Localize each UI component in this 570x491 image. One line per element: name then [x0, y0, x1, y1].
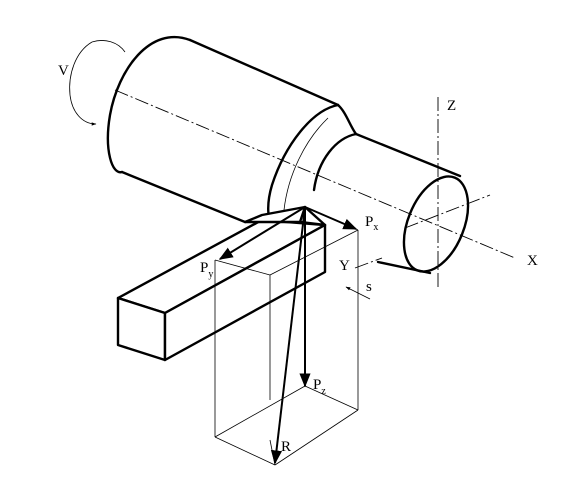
label-r: R: [281, 439, 291, 455]
px-arrow: [304, 206, 358, 230]
axes: [114, 89, 516, 288]
label-v: V: [58, 63, 69, 79]
shoulder-fillet: [283, 103, 358, 211]
label-x: X: [527, 253, 538, 269]
force-box: [214, 206, 359, 466]
label-py: Py: [200, 260, 213, 280]
label-px: Px: [365, 214, 378, 233]
x-axis: [404, 194, 491, 229]
rotation-arrow: [69, 40, 126, 126]
py-arrow: [218, 206, 306, 260]
large-cylinder: [106, 36, 340, 226]
r-arrow: [270, 206, 306, 465]
y-axis-marker: [354, 257, 383, 269]
cutting-tool: [116, 205, 327, 362]
s-arrow: [345, 286, 371, 300]
label-y: Y: [339, 258, 350, 274]
labels: V Z X Y s Px Py Pz R: [58, 63, 538, 455]
label-s: s: [366, 279, 372, 295]
force-vectors: [218, 206, 371, 465]
label-pz: Pz: [313, 377, 326, 397]
label-z: Z: [447, 98, 456, 114]
spindle-axis: [114, 89, 516, 259]
